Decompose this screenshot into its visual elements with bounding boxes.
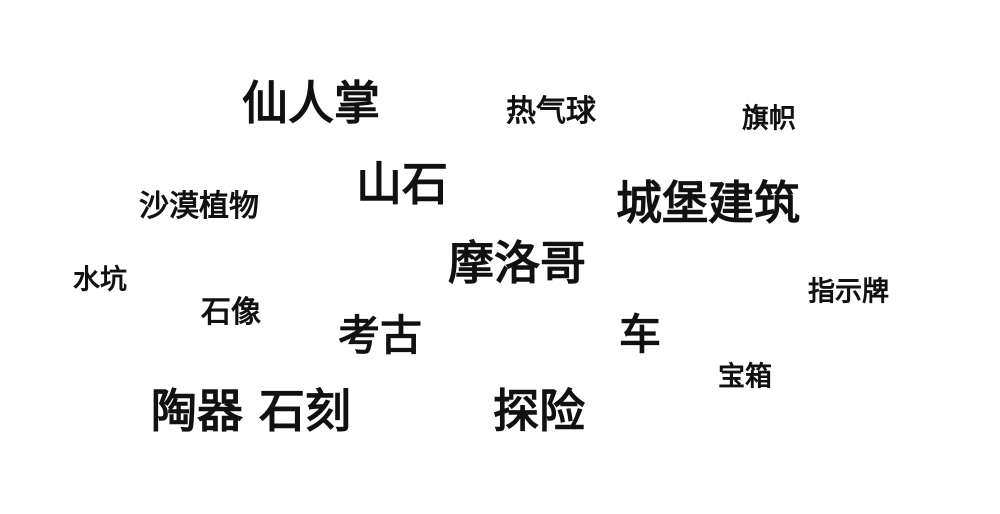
word-adventure: 探险: [493, 384, 585, 438]
word-rocks: 山石: [356, 157, 448, 211]
word-stone-statue: 石像: [201, 295, 261, 330]
word-signpost: 指示牌: [808, 276, 889, 308]
word-castle-architecture: 城堡建筑: [616, 176, 800, 230]
word-morocco: 摩洛哥: [448, 236, 586, 290]
word-pottery-stone-carving: 陶器 石刻: [151, 384, 352, 438]
word-hot-air-balloon: 热气球: [506, 94, 596, 129]
word-vehicle: 车: [619, 310, 662, 359]
word-water-pit: 水坑: [73, 264, 127, 296]
word-cactus: 仙人掌: [242, 76, 380, 130]
word-desert-plants: 沙漠植物: [139, 189, 259, 224]
word-flag: 旗帜: [742, 103, 796, 135]
word-treasure-chest: 宝箱: [718, 361, 772, 393]
word-archaeology: 考古: [338, 311, 423, 360]
